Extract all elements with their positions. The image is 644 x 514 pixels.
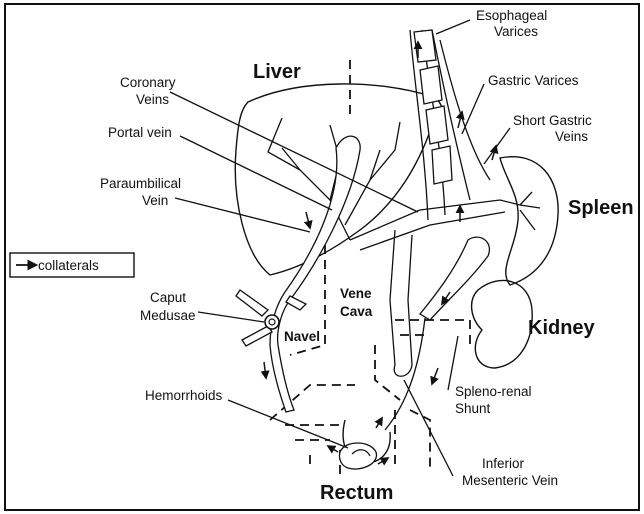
vena-cava	[390, 230, 412, 376]
label-spleno-renal-line2: Shunt	[455, 401, 491, 416]
label-paraumbilical-line2: Vein	[142, 193, 168, 208]
label-short-gastric-line1: Short Gastric	[513, 113, 592, 128]
label-caput-line2: Medusae	[140, 308, 196, 323]
label-gastric-varices: Gastric Varices	[488, 73, 579, 88]
label-coronary-line2: Veins	[136, 92, 169, 107]
esophageal-varices	[410, 30, 490, 220]
label-rectum: Rectum	[320, 482, 393, 504]
label-ims-line1: Inferior	[482, 456, 525, 471]
label-vene-cava-line1: Vene	[340, 286, 372, 301]
label-ims-line2: Mesenteric Vein	[462, 473, 558, 488]
label-paraumbilical-line1: Paraumbilical	[100, 176, 181, 191]
legend-text: collaterals	[38, 258, 99, 273]
spleno-renal-collateral	[420, 237, 489, 320]
label-vene-cava-line2: Cava	[340, 304, 373, 319]
kidney-shape	[472, 280, 533, 368]
label-coronary-line1: Coronary	[120, 75, 176, 90]
label-hemorrhoids: Hemorrhoids	[145, 388, 223, 403]
legend: collaterals	[10, 253, 134, 277]
label-liver: Liver	[253, 61, 301, 83]
label-short-gastric-line2: Veins	[555, 129, 588, 144]
spleen-shape	[500, 157, 558, 285]
label-navel: Navel	[284, 329, 320, 344]
label-esophageal-line1: Esophageal	[476, 8, 547, 23]
label-esophageal-line2: Varices	[494, 24, 538, 39]
label-portal-vein: Portal vein	[108, 125, 172, 140]
label-caput-line1: Caput	[150, 290, 186, 305]
label-spleen: Spleen	[568, 197, 634, 219]
label-spleno-renal-line1: Spleno-renal	[455, 384, 532, 399]
label-kidney: Kidney	[528, 317, 596, 339]
